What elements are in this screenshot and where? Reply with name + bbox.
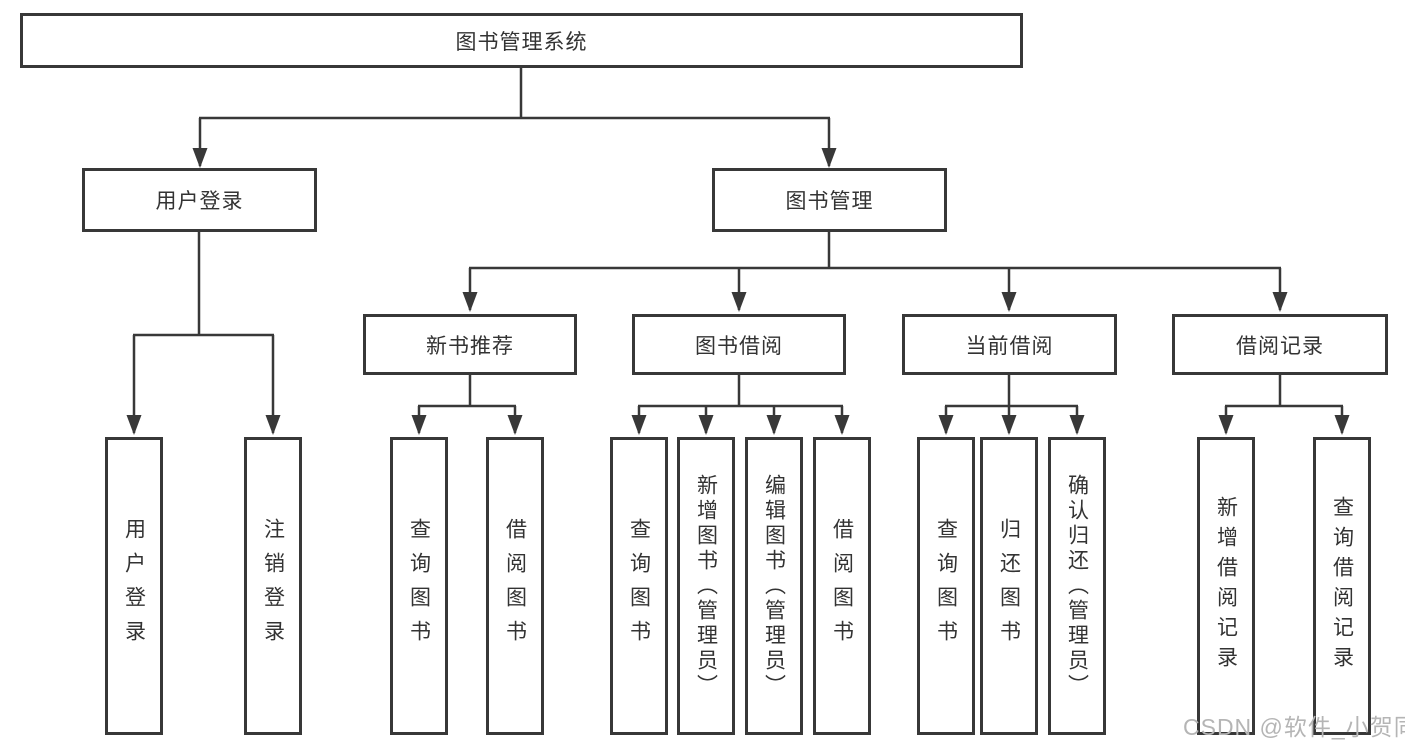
- node-current-borrow: 当前借阅: [902, 314, 1117, 375]
- node-label: 借阅图书: [503, 518, 527, 654]
- connector-borrow-record-children: [1218, 375, 1350, 435]
- node-label: 用户登录: [122, 518, 146, 654]
- leaf-search-borrow-record: 查询借阅记录: [1313, 437, 1371, 735]
- node-borrow-record: 借阅记录: [1172, 314, 1388, 375]
- node-label: 借阅图书: [830, 518, 854, 654]
- leaf-search-book-2: 查询图书: [610, 437, 668, 735]
- leaf-confirm-return-admin: 确认归还（管理员）: [1048, 437, 1106, 735]
- node-label: 归还图书: [997, 518, 1021, 654]
- node-label: 确认归还（管理员）: [1065, 473, 1089, 699]
- connector-new-book-children: [411, 375, 523, 435]
- node-label: 新增借阅记录: [1214, 496, 1238, 676]
- node-label: 查询图书: [407, 518, 431, 654]
- leaf-borrow-book-1: 借阅图书: [486, 437, 544, 735]
- node-book-management: 图书管理: [712, 168, 947, 232]
- connector-user-login-children: [126, 232, 281, 435]
- node-label: 新增图书（管理员）: [694, 473, 718, 699]
- node-label: 当前借阅: [965, 334, 1054, 358]
- node-label: 查询图书: [934, 518, 958, 654]
- connector-book-management-children: [462, 232, 1288, 312]
- leaf-add-book-admin: 新增图书（管理员）: [677, 437, 735, 735]
- leaf-return-book: 归还图书: [980, 437, 1038, 735]
- leaf-edit-book-admin: 编辑图书（管理员）: [745, 437, 803, 735]
- node-new-book-recommend: 新书推荐: [363, 314, 577, 375]
- node-label: 图书管理系统: [455, 30, 588, 54]
- leaf-search-book-3: 查询图书: [917, 437, 975, 735]
- node-label: 借阅记录: [1236, 334, 1324, 358]
- node-label: 新书推荐: [426, 334, 514, 358]
- leaf-add-borrow-record: 新增借阅记录: [1197, 437, 1255, 735]
- connector-book-borrow-children: [631, 375, 850, 435]
- node-label: 编辑图书（管理员）: [762, 473, 786, 699]
- leaf-search-book-1: 查询图书: [390, 437, 448, 735]
- node-label: 用户登录: [155, 190, 244, 213]
- node-book-borrow: 图书借阅: [632, 314, 846, 375]
- csdn-watermark: CSDN @软件_小贺同学: [1183, 714, 1405, 740]
- leaf-borrow-book-2: 借阅图书: [813, 437, 871, 735]
- node-label: 注销登录: [261, 518, 285, 654]
- leaf-user-login: 用户登录: [105, 437, 163, 735]
- node-label: 图书管理: [785, 190, 874, 213]
- leaf-logout: 注销登录: [244, 437, 302, 735]
- connector-root-to-level2: [192, 68, 837, 168]
- node-label: 查询借阅记录: [1330, 496, 1354, 676]
- node-label: 图书借阅: [695, 334, 783, 358]
- node-user-login: 用户登录: [82, 168, 317, 232]
- connector-current-borrow-children: [938, 375, 1085, 435]
- node-root-system: 图书管理系统: [20, 13, 1023, 68]
- node-label: 查询图书: [627, 518, 651, 654]
